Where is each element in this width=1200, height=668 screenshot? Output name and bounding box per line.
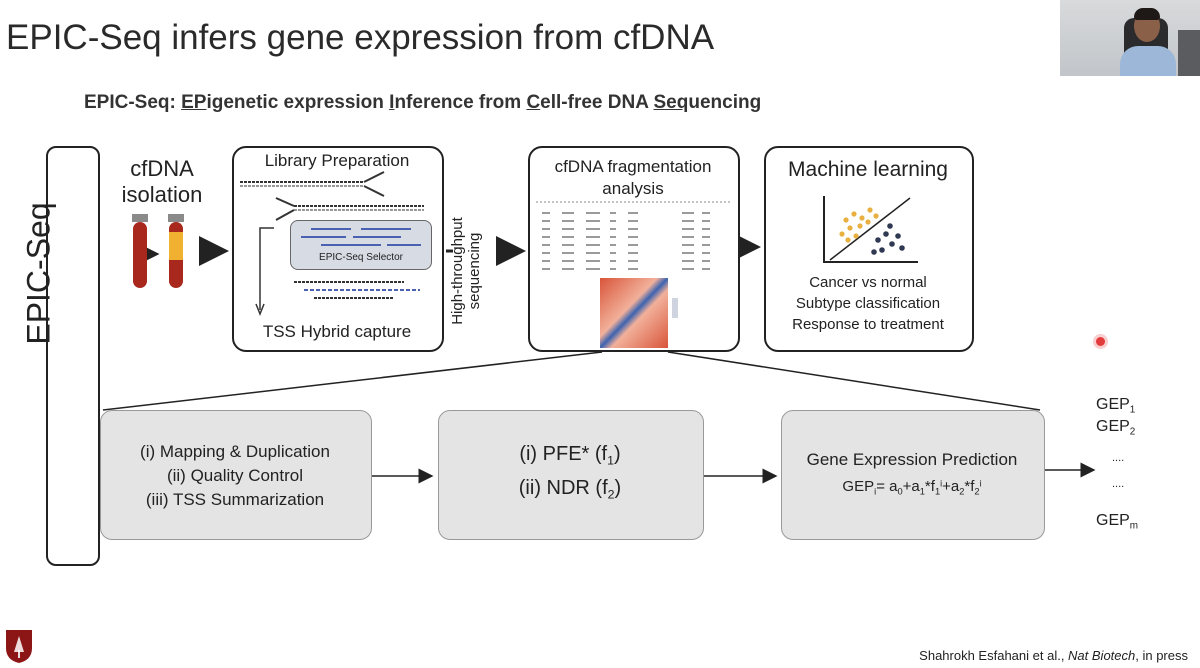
blood-tube-icon (132, 214, 184, 288)
ml-item-1: Cancer vs normal (809, 274, 927, 291)
prediction-box (781, 410, 1045, 540)
ml-item-3: Response to treatment (792, 316, 944, 333)
heatmap-icon (600, 278, 678, 348)
output-gep-m: GEPm (1096, 512, 1139, 532)
citation: Shahrokh Esfahani et al., Nat Biotech, i… (919, 648, 1188, 663)
fragmentation-line1: cfDNA fragmentation (554, 157, 712, 176)
ml-item-2: Subtype classification (795, 295, 941, 312)
subtitle-part: EPIC-Seq: (84, 92, 182, 113)
subtitle-part: uencing (688, 92, 762, 113)
dna-fragments-icon (240, 171, 424, 317)
scatter-plot-icon (823, 196, 918, 263)
data-table-icon (536, 201, 730, 270)
isolation-line2: isolation (121, 182, 203, 207)
prediction-title: Gene Expression Prediction (806, 450, 1018, 469)
subtitle-part: C (526, 92, 541, 113)
processing-step-box (100, 410, 372, 540)
slide-title: EPIC-Seq infers gene expression from cfD… (6, 18, 715, 57)
feature-pfe: (i) PFE* (f1) (519, 443, 621, 468)
epic-seq-selector: EPIC-Seq Selector (290, 220, 432, 270)
subtitle-part: I (389, 92, 395, 113)
prediction-formula: GEPi= a0+a1*f1i+a2*f2i (842, 478, 982, 497)
subtitle-part: ell-free DNA (540, 92, 654, 113)
processing-step-2: (ii) Quality Control (166, 466, 304, 485)
processing-step-1: (i) Mapping & Duplication (140, 442, 330, 461)
side-label-box (46, 146, 100, 566)
selector-label: EPIC-Seq Selector (319, 252, 403, 263)
feature-list: (i) PFE* (f1) (ii) NDR (f2) (438, 440, 702, 509)
sequencing-line2: sequencing (466, 232, 483, 310)
university-shield-icon (6, 630, 32, 663)
output-dots-1: .... (1112, 452, 1125, 464)
library-title: Library Preparation (264, 151, 410, 170)
subtitle-part: EP (181, 92, 207, 113)
sequencing-line1: High-throughput (449, 217, 466, 325)
subtitle: EPIC-Seq: EPigenetic expression Inferenc… (84, 92, 761, 114)
fragmentation-line2: analysis (602, 179, 664, 198)
machine-learning-panel (764, 146, 974, 352)
processing-step-3: (iii) TSS Summarization (145, 490, 325, 509)
presenter-video[interactable] (1060, 0, 1200, 76)
capture-label: TSS Hybrid capture (262, 322, 412, 341)
subtitle-part: nference from (394, 92, 527, 113)
output-gep-2: GEP2 (1096, 418, 1136, 438)
laser-pointer (1096, 337, 1105, 346)
sequencing-label: High-throughput sequencing (449, 206, 483, 336)
subtitle-part: igenetic expression (206, 92, 390, 113)
processing-steps: (i) Mapping & Duplication (ii) Quality C… (100, 440, 370, 512)
isolation-line1: cfDNA (130, 156, 194, 181)
ml-title: Machine learning (788, 158, 948, 181)
output-dots-2: .... (1112, 478, 1125, 490)
subtitle-part: Seq (653, 92, 689, 113)
output-gep-1: GEP1 (1096, 396, 1136, 416)
feature-ndr: (ii) NDR (f2) (518, 477, 622, 502)
feature-box (438, 410, 704, 540)
